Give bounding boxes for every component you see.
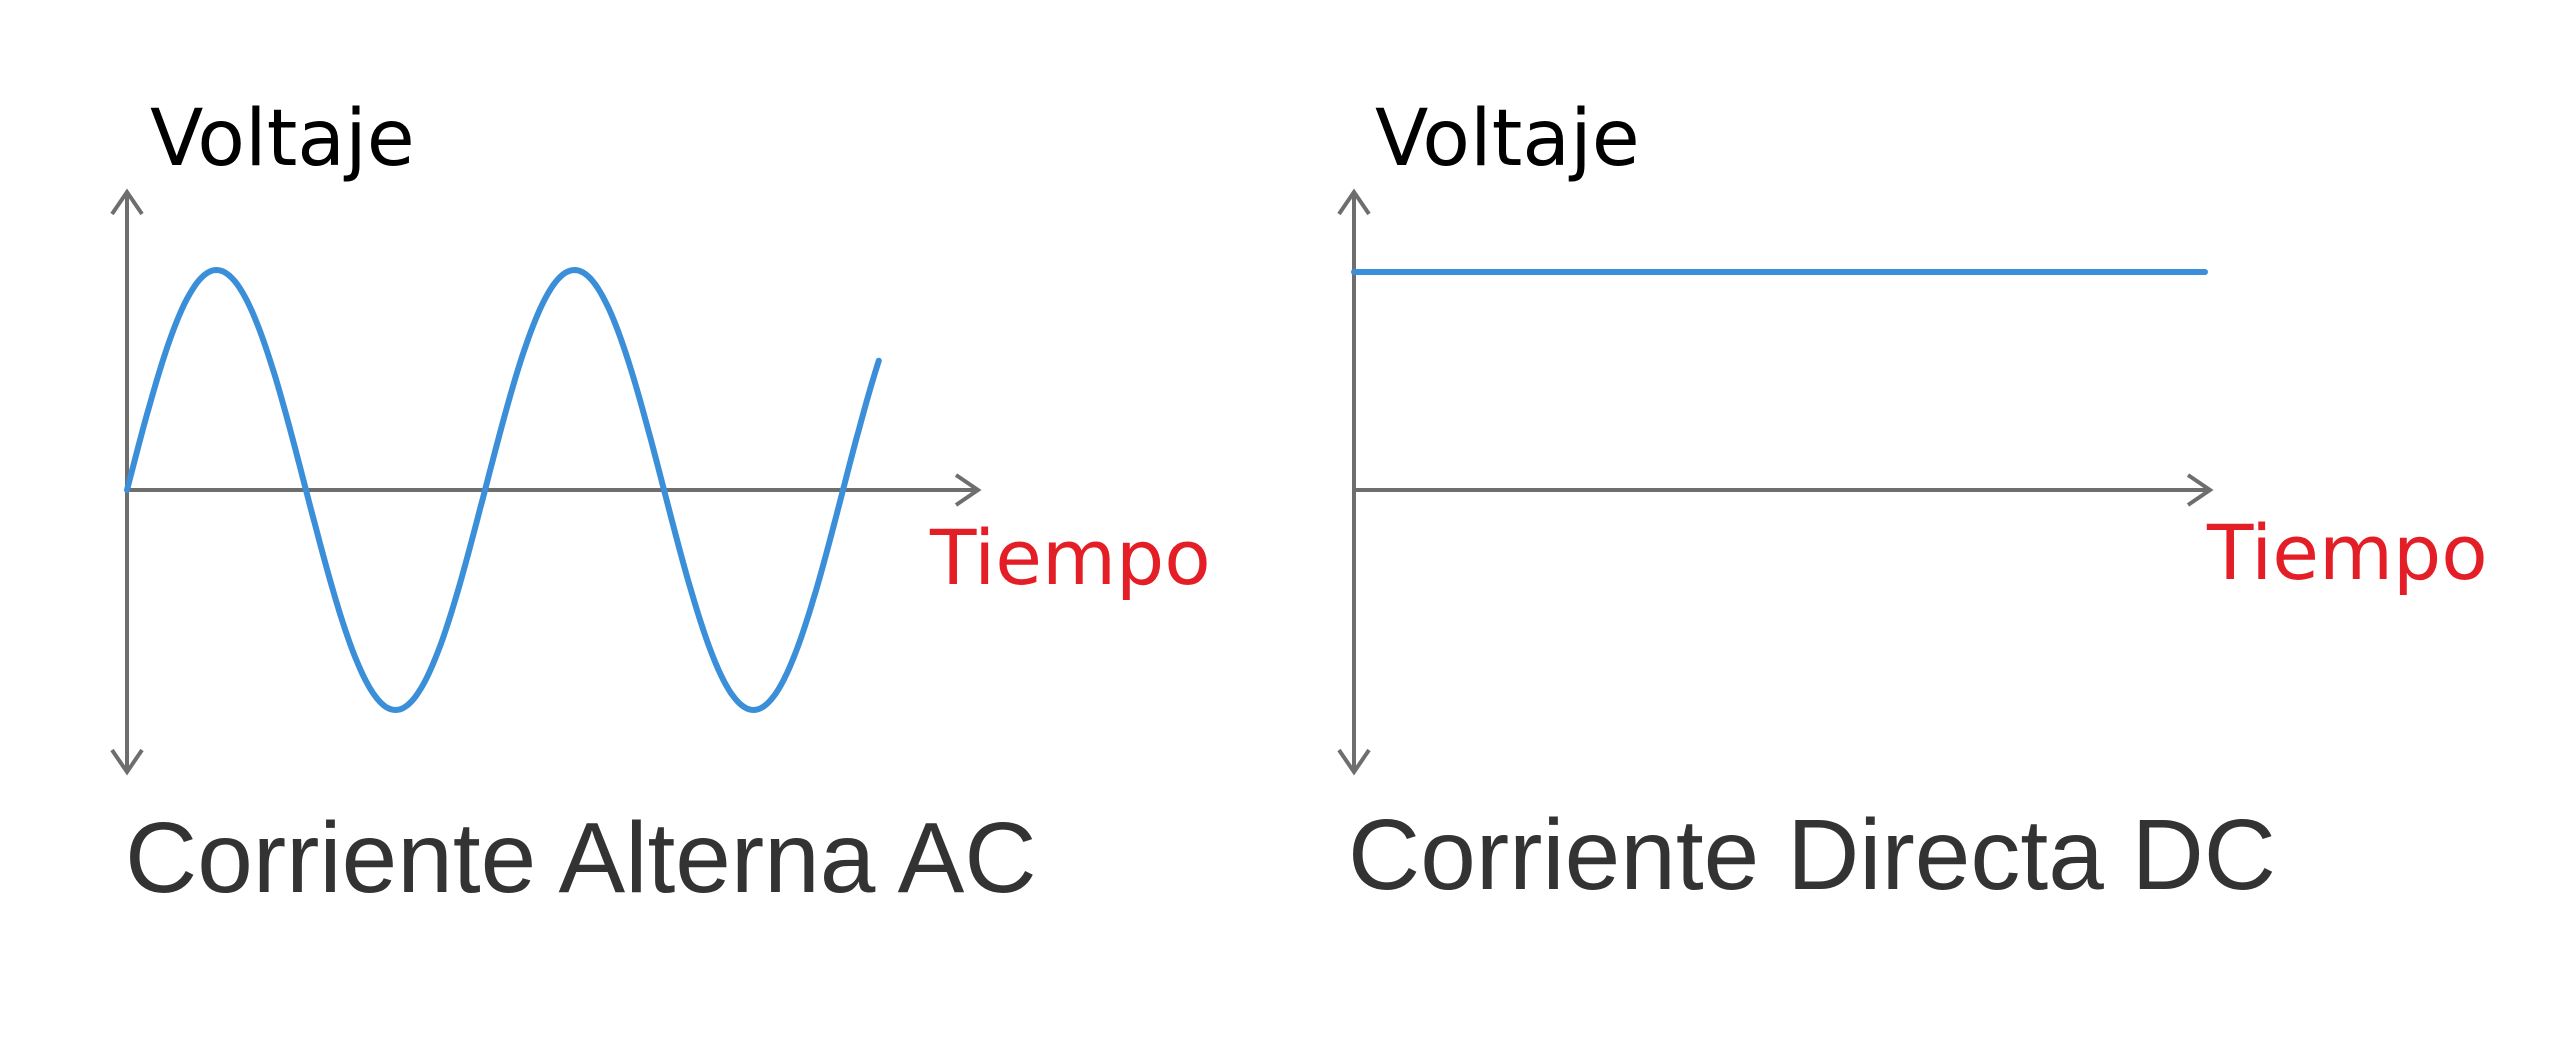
ac-x-axis-label: Tiempo [930, 513, 1211, 602]
ac-caption: Corriente Alterna AC [125, 802, 1037, 914]
ac-x-axis-arrow [954, 473, 982, 507]
dc-y-axis-arrow-up [1337, 188, 1371, 216]
dc-panel: Voltaje Tiempo Corriente Directa DC [1270, 0, 2559, 1050]
ac-graph [110, 188, 982, 776]
dc-caption: Corriente Directa DC [1348, 799, 2277, 911]
dc-y-axis [1337, 188, 1371, 776]
ac-x-axis [127, 473, 982, 507]
dc-x-axis-label: Tiempo [2207, 508, 2488, 597]
dc-graph [1337, 188, 2214, 776]
ac-y-axis-label: Voltaje [150, 94, 415, 184]
dc-y-axis-label: Voltaje [1375, 94, 1640, 184]
ac-y-axis-arrow-down [110, 748, 144, 776]
ac-y-axis-arrow-up [110, 188, 144, 216]
ac-sine-wave [124, 266, 882, 714]
dc-x-axis-arrow [2186, 473, 2214, 507]
dc-x-axis [1354, 473, 2214, 507]
ac-panel: Voltaje Tiempo Corriente Alterna AC [0, 0, 1270, 1050]
dc-y-axis-arrow-down [1337, 748, 1371, 776]
